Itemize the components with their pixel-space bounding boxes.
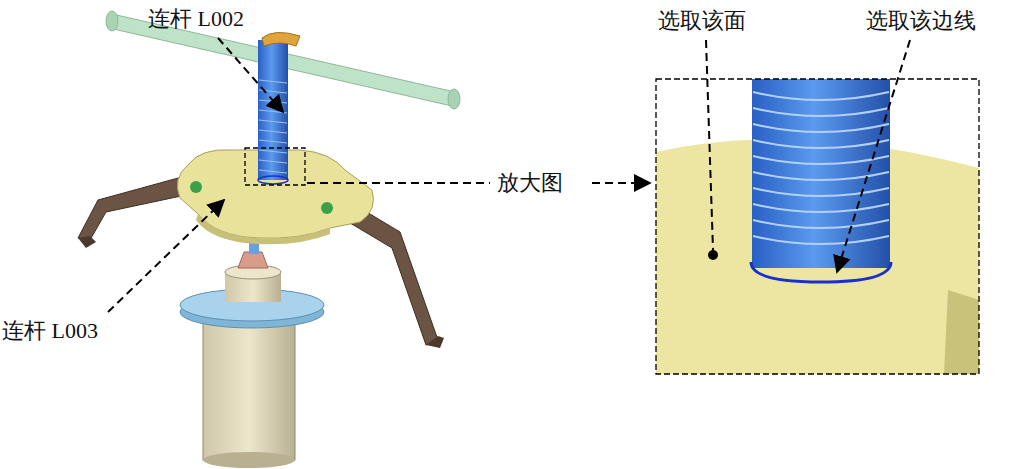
pin-dot bbox=[321, 202, 333, 214]
leader-line bbox=[307, 182, 490, 184]
zoom-thread bbox=[753, 92, 889, 244]
callout-label: 放大图 bbox=[494, 170, 566, 196]
left-claw-hook bbox=[78, 236, 96, 248]
callout-label: 选取该面 bbox=[658, 8, 746, 34]
zoom-frame bbox=[656, 79, 979, 374]
pick-dot bbox=[708, 250, 718, 260]
crossbar-side bbox=[196, 214, 330, 244]
leader-line bbox=[218, 38, 283, 112]
zoom-region-box bbox=[245, 148, 305, 185]
handle-end bbox=[448, 89, 460, 109]
zoom-side-face bbox=[944, 290, 979, 374]
selected-edge bbox=[751, 262, 891, 282]
leader-line bbox=[837, 40, 910, 272]
leader-lines bbox=[108, 38, 910, 312]
cone-tip bbox=[238, 252, 268, 268]
selected-edge-small bbox=[258, 176, 288, 184]
pin-dot bbox=[190, 181, 202, 193]
right-claw-hook bbox=[426, 336, 444, 348]
zoom-view bbox=[656, 79, 979, 374]
screw-thread bbox=[259, 80, 287, 173]
callout-label: 连杆 L003 bbox=[2, 318, 98, 344]
cylinder-base bbox=[203, 452, 295, 468]
zoom-screw bbox=[752, 79, 890, 268]
leader-line bbox=[706, 40, 713, 250]
leader-line bbox=[592, 182, 650, 184]
callout-label: 连杆 L002 bbox=[148, 6, 244, 32]
leader-line bbox=[108, 200, 224, 312]
callout-label: 选取该边线 bbox=[866, 8, 976, 34]
handle-end bbox=[106, 11, 118, 31]
screw-head bbox=[258, 40, 288, 75]
retaining-clip bbox=[262, 32, 300, 46]
puller-assembly bbox=[78, 11, 460, 468]
